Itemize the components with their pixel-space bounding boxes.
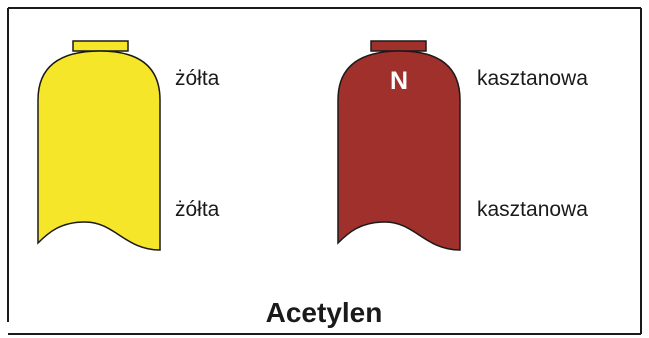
- cylinder-right-body: [337, 50, 461, 251]
- gas-name-title: Acetylen: [266, 297, 383, 328]
- frame: [7, 7, 642, 335]
- cylinder-left-body-label: żółta: [175, 198, 220, 221]
- cylinder-right-marking: N: [390, 67, 408, 95]
- cylinder-left-shoulder-label: żółta: [175, 67, 220, 90]
- cylinder-right-valve: [370, 40, 427, 52]
- cylinder-left-valve: [72, 40, 129, 52]
- cylinder-right-shoulder-label: kasztanowa: [477, 67, 588, 90]
- cylinder-left-body: [37, 50, 161, 251]
- cylinder-left: żółta żółta: [37, 40, 220, 251]
- cylinder-right-body-label: kasztanowa: [477, 198, 588, 221]
- cylinder-right: N kasztanowa kasztanowa: [337, 40, 588, 251]
